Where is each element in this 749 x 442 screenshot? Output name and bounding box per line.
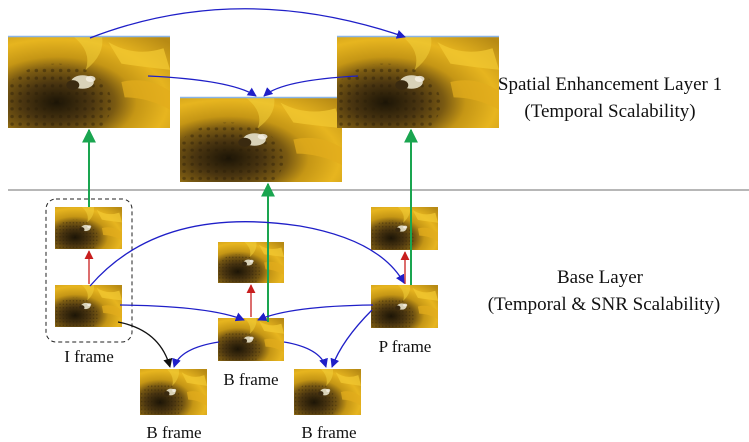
b-frame-right: [294, 369, 361, 415]
enhancement-frame-right: [337, 35, 499, 128]
base-layer-subtitle: (Temporal & SNR Scalability): [488, 294, 720, 315]
arrow-base-b-to-bright: [283, 341, 328, 368]
b-frame-center-label: B frame: [223, 370, 278, 389]
arrow-base-i-to-b: [119, 304, 245, 322]
base-layer-title: Base Layer: [557, 267, 644, 288]
b-frame-center-snr-enhancement: [218, 242, 284, 283]
arrow-enh-left-to-right: [89, 8, 406, 39]
enhancement-layer-title: Spatial Enhancement Layer 1: [498, 74, 722, 95]
b-frame-left-label: B frame: [146, 423, 201, 442]
enhancement-frame-center: [180, 96, 342, 182]
arrow-base-p-to-b: [257, 304, 374, 321]
arrow-enh-left-to-center: [147, 75, 257, 97]
p-frame-snr-enhancement: [371, 207, 438, 250]
arrow-base-i-to-p: [89, 221, 405, 287]
arrow-base-b-to-bleft: [172, 341, 220, 368]
i-frame-base: [55, 285, 122, 327]
b-frame-center-base: [218, 318, 284, 361]
i-frame-group-box: [45, 198, 133, 343]
arrow-base-p-to-bright: [330, 309, 373, 368]
enhancement-frame-left: [8, 35, 170, 128]
p-frame-label: P frame: [379, 337, 432, 356]
i-frame-label: I frame: [64, 347, 114, 366]
arrow-enh-right-to-center: [263, 75, 359, 97]
b-frame-right-label: B frame: [301, 423, 356, 442]
arrow-base-i-to-bleft: [117, 321, 173, 368]
i-frame-snr-enhancement: [55, 207, 122, 249]
enhancement-layer-subtitle: (Temporal Scalability): [524, 101, 695, 122]
b-frame-left: [140, 369, 207, 415]
p-frame-base: [371, 285, 438, 328]
